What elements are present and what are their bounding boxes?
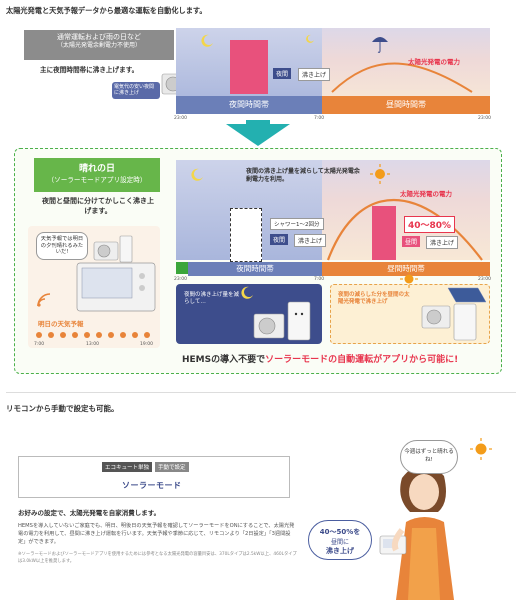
percent-tag: 40～80% bbox=[404, 216, 456, 233]
night-tag: 夜間 bbox=[270, 234, 289, 245]
sunny-annotation: 夜間の沸き上げ量を減らして太陽光発電余剰電力を利用。 bbox=[246, 168, 360, 183]
sunny-title: 晴れの日 bbox=[78, 164, 115, 174]
moon-icon bbox=[201, 34, 213, 47]
tick-label: 7:00 bbox=[314, 116, 325, 121]
green-marker bbox=[176, 262, 188, 274]
day-sky-panel bbox=[322, 28, 490, 106]
heat-pump-illustration bbox=[93, 235, 133, 263]
moon-icon bbox=[191, 168, 203, 181]
tick-label: 23:00 bbox=[478, 277, 491, 282]
remote-footnote: ※ソーラーモードおよびソーラーモードアプリを使用するためには参考となる太陽光発電… bbox=[18, 552, 297, 564]
forecast-time: 19:00 bbox=[140, 342, 153, 347]
manual-tag: 手動で設定 bbox=[155, 462, 189, 472]
umbrella-icon bbox=[372, 37, 388, 53]
reduced-night-boil-block bbox=[230, 208, 262, 262]
heat-pump-solar-illustration bbox=[421, 287, 487, 341]
forecast-bubble: 天気予報では明日の夕刊晴れるみたいだ! bbox=[36, 232, 88, 260]
remote-display-icon bbox=[76, 262, 156, 312]
moon-icon bbox=[306, 34, 314, 43]
condition-title: 通常運転および雨の日など bbox=[57, 33, 141, 41]
sun-icon bbox=[470, 438, 492, 460]
percent-bubble-line1: 40～50%を bbox=[319, 528, 361, 536]
solar-mode-label: ソーラーモード bbox=[122, 481, 182, 490]
percent-bubble: 40～50%を 昼間に 沸き上げ bbox=[308, 520, 372, 560]
boil-tag: 沸き上げ bbox=[426, 236, 459, 249]
sunny-subtitle: 夜間と昼間に分けてかしこく沸き上げます。 bbox=[42, 197, 154, 215]
speech-bubble-sunny-week: 今週はずっと晴れるね! bbox=[400, 440, 458, 474]
top-subtitle: 主に夜間時間帯に沸き上げます。 bbox=[40, 66, 139, 74]
speech-bubble-cheap-night: 電気代の安い夜間に沸き上げ bbox=[112, 82, 160, 99]
shower-tag: シャワー1～2回分 bbox=[270, 218, 324, 230]
forecast-time: 13:00 bbox=[86, 342, 99, 347]
night-tag: 夜間 bbox=[273, 68, 292, 79]
percent-bubble-line2: 昼間に bbox=[330, 539, 349, 546]
forecast-time: 7:00 bbox=[34, 342, 45, 347]
tag-row: エコキュート単独 手動で設定 bbox=[102, 462, 189, 472]
solar-power-label: 太陽光発電の電力 bbox=[408, 58, 460, 66]
condition-box: 通常運転および雨の日など （太陽光発電余剰電力不使用） bbox=[24, 30, 174, 60]
sunny-mode-note: （ソーラーモードアプリ設定時） bbox=[47, 176, 147, 184]
sun-icon bbox=[370, 164, 390, 184]
tick-label: 23:00 bbox=[174, 277, 187, 282]
boil-tag: 沸き上げ bbox=[294, 234, 327, 247]
day-boil-block bbox=[372, 206, 396, 260]
boil-tag: 沸き上げ bbox=[298, 68, 331, 81]
solar-power-label: 太陽光発電の電力 bbox=[400, 190, 452, 198]
solar-curve bbox=[331, 62, 473, 93]
remote-body: HEMSを導入していないご家庭でも、明日、明後日の天気予報を確認してソーラーモー… bbox=[18, 523, 295, 546]
solar-curve bbox=[326, 198, 483, 261]
day-band: 昼間時間帯 bbox=[322, 96, 490, 114]
forecast-label: 明日の天気予報 bbox=[38, 320, 84, 328]
hems-prefix: HEMSの導入不要で bbox=[182, 355, 266, 365]
page-title: 太陽光発電と天気予報データから最適な運転を自動化します。 bbox=[6, 6, 207, 15]
tick-label: 23:00 bbox=[478, 116, 491, 121]
day-tag: 昼間 bbox=[402, 236, 421, 247]
night-card-text: 夜間の沸き上げ量を減らして… bbox=[184, 292, 240, 305]
remote-section-title: リモコンから手動で設定も可能。 bbox=[6, 404, 119, 413]
tick-label: 7:00 bbox=[314, 277, 325, 282]
heat-pump-illustration bbox=[253, 301, 311, 341]
sunny-header: 晴れの日 （ソーラーモードアプリ設定時） bbox=[34, 158, 160, 192]
percent-bubble-line3: 沸き上げ bbox=[326, 547, 354, 555]
remote-lead: お好みの設定で、太陽光発電を自家消費します。 bbox=[18, 509, 161, 517]
forecast-weather-icons bbox=[36, 332, 150, 338]
remote-mode-box bbox=[18, 456, 290, 498]
down-arrow-icon bbox=[226, 124, 290, 146]
moon-icon bbox=[241, 286, 253, 299]
ecocute-tag: エコキュート単独 bbox=[102, 462, 153, 472]
wifi-icon bbox=[37, 293, 51, 307]
night-band: 夜間時間帯 bbox=[176, 96, 322, 114]
woman-illustration bbox=[379, 464, 454, 600]
remote-description: お好みの設定で、太陽光発電を自家消費します。 HEMSを導入していないご家庭でも… bbox=[18, 508, 298, 566]
day-band: 昼間時間帯 bbox=[322, 262, 490, 276]
night-boil-block bbox=[230, 40, 268, 94]
hems-highlight: ソーラーモードの自動運転がアプリから可能に! bbox=[265, 355, 459, 365]
tick-label: 23:00 bbox=[174, 116, 187, 121]
night-band: 夜間時間帯 bbox=[188, 262, 322, 276]
sun-icon bbox=[400, 270, 418, 288]
section-divider bbox=[6, 392, 516, 393]
hems-message: HEMSの導入不要でソーラーモードの自動運転がアプリから可能に! bbox=[182, 352, 492, 365]
day-card-text: 夜間の減らした分を昼間の太陽光発電で沸き上げ bbox=[338, 292, 410, 305]
condition-note: （太陽光発電余剰電力不使用） bbox=[56, 42, 141, 50]
